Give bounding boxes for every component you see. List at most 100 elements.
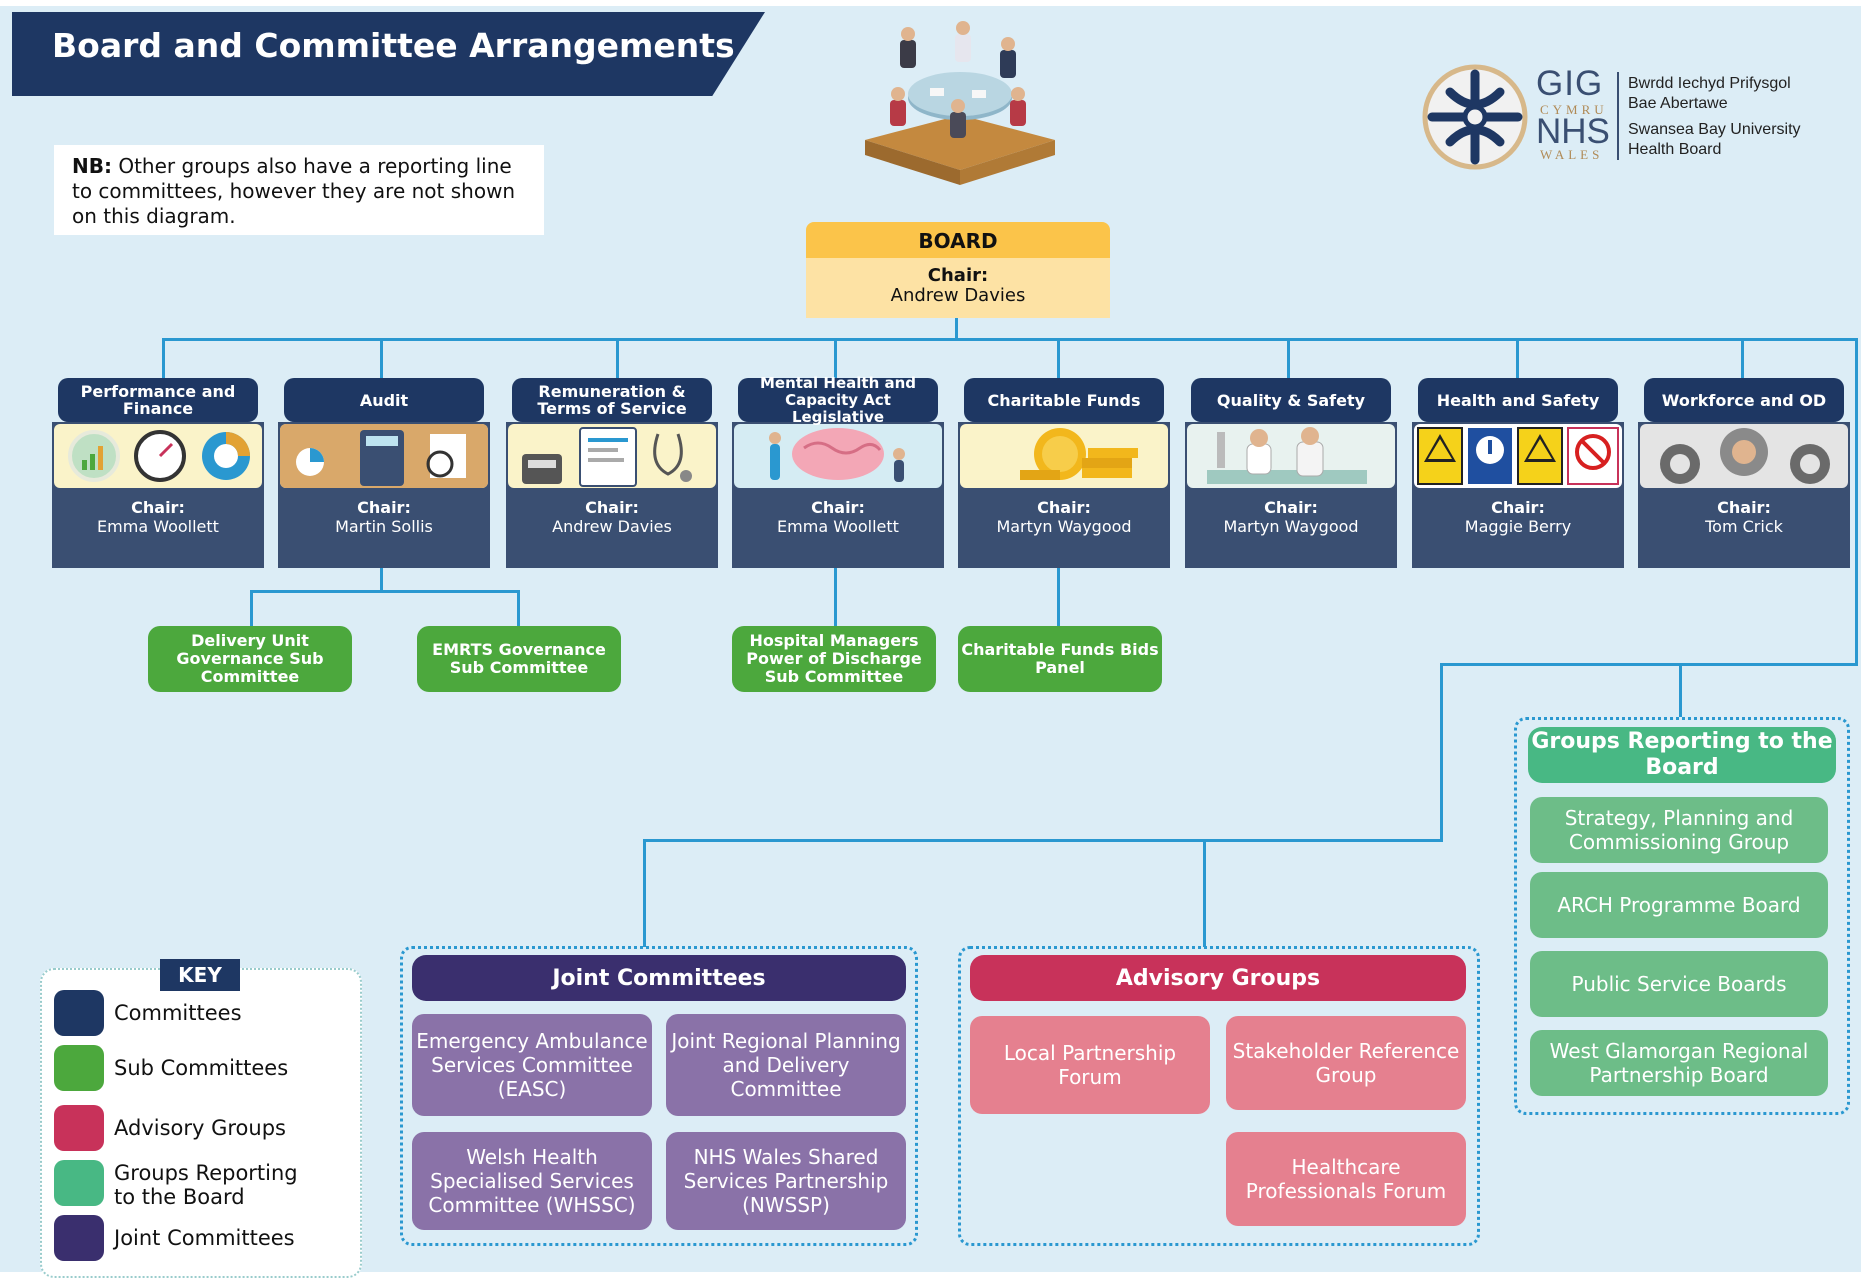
chair-name: Martyn Waygood (1223, 517, 1359, 536)
connector-drop-7 (1516, 338, 1519, 382)
committee-chair: Chair:Emma Woollett (732, 498, 944, 536)
committee-chair: Chair:Emma Woollett (52, 498, 264, 536)
connector-drop-2 (380, 338, 383, 382)
connector-audit-sub-2 (517, 590, 520, 626)
committee-audit: Audit Chair:Martin Sollis (278, 378, 490, 568)
committee-remuneration: Remuneration & Terms of Service Chair:An… (506, 378, 718, 568)
safety-signs-icon (1417, 427, 1619, 485)
committee-name: Mental Health and Capacity Act Legislati… (738, 374, 938, 425)
connector-drop-3 (616, 338, 619, 382)
groups-reporting-frame (1514, 717, 1850, 1115)
legend-label-advisory-groups: Advisory Groups (114, 1116, 286, 1140)
connector-mid-vertical (1440, 663, 1443, 841)
chair-label: Chair: (1037, 498, 1091, 517)
connector-drop-1 (162, 338, 165, 382)
joint-committee-easc: Emergency Ambulance Services Committee (… (412, 1014, 652, 1116)
chair-label: Chair: (585, 498, 639, 517)
committee-mental-health: Mental Health and Capacity Act Legislati… (732, 374, 944, 568)
logo-gig: GIG (1536, 64, 1604, 103)
connector-mid-bus (643, 839, 1443, 842)
committee-chair: Chair:Maggie Berry (1412, 498, 1624, 536)
committee-illustration (54, 424, 262, 488)
sub-committee-hospital-managers: Hospital Managers Power of Discharge Sub… (732, 626, 936, 692)
finance-chart-icon (68, 430, 250, 482)
connector-joint-drop (643, 839, 646, 947)
connector-audit-down (380, 568, 383, 592)
logo-english-name-1: Swansea Bay University (1628, 121, 1801, 138)
sub-committee-charitable-bids: Charitable Funds Bids Panel (958, 626, 1162, 692)
board-title: BOARD (806, 222, 1110, 260)
chair-label: Chair: (131, 498, 185, 517)
board-chair-label: Chair: (927, 265, 989, 286)
logo-welsh-name-1: Bwrdd Iechyd Prifysgol (1628, 75, 1791, 92)
logo-english-name-2: Health Board (1628, 141, 1722, 158)
connector-cf-sub (1057, 568, 1060, 626)
committee-performance-finance: Performance and Finance Chair:Emma Wooll… (52, 378, 264, 568)
joint-committee-regional-planning: Joint Regional Planning and Delivery Com… (666, 1014, 906, 1116)
payroll-icon (522, 427, 692, 487)
sub-committee-emrts: EMRTS Governance Sub Committee (417, 626, 621, 692)
chair-name: Emma Woollett (97, 517, 219, 536)
committee-name: Remuneration & Terms of Service (512, 378, 712, 422)
committee-illustration (1640, 424, 1848, 488)
chair-name: Martyn Waygood (996, 517, 1132, 536)
legend-title: KEY (160, 959, 240, 991)
board-meeting-illustration (865, 21, 1055, 185)
legend-label-committees: Committees (114, 1001, 242, 1025)
connector-drop-4 (834, 338, 837, 382)
connector-groups-drop (1679, 663, 1682, 717)
board-chair-name: Andrew Davies (890, 285, 1026, 306)
chair-name: Martin Sollis (335, 517, 433, 536)
joint-committees-frame (400, 946, 918, 1246)
committee-illustration (960, 424, 1168, 488)
committee-chair: Chair:Martyn Waygood (1185, 498, 1397, 536)
legend-swatch-advisory-groups (54, 1105, 104, 1151)
joint-committee-whssc: Welsh Health Specialised Services Commit… (412, 1132, 652, 1230)
connector-right-bus (1741, 338, 1857, 341)
title-banner (12, 12, 765, 96)
connector-drop-5 (1057, 338, 1060, 382)
committee-name: Workforce and OD (1644, 378, 1844, 422)
group-public-service-boards: Public Service Boards (1530, 951, 1828, 1017)
advisory-stakeholder-reference: Stakeholder Reference Group (1226, 1016, 1466, 1110)
chair-label: Chair: (1717, 498, 1771, 517)
note-label: NB: (72, 154, 112, 178)
chair-name: Andrew Davies (552, 517, 672, 536)
chair-label: Chair: (357, 498, 411, 517)
board-chair-box: Chair: Andrew Davies (806, 258, 1110, 318)
logo-nhs: NHS (1536, 112, 1610, 151)
coins-icon (1020, 428, 1138, 480)
committee-illustration (1187, 424, 1395, 488)
group-strategy-planning: Strategy, Planning and Commissioning Gro… (1530, 797, 1828, 863)
legend-label-sub-committees: Sub Committees (114, 1056, 289, 1080)
chair-label: Chair: (1264, 498, 1318, 517)
chair-label: Chair: (1491, 498, 1545, 517)
logo-divider (1617, 72, 1619, 160)
joint-committees-title: Joint Committees (412, 955, 906, 1001)
logo-wales: WALES (1540, 147, 1604, 162)
chair-name: Maggie Berry (1464, 517, 1572, 536)
committee-health-safety: Health and Safety Chair:Maggie Berry (1412, 378, 1624, 568)
legend-swatch-groups-reporting (54, 1160, 104, 1206)
legend-swatch-committees (54, 990, 104, 1036)
logo-cymru: CYMRU (1540, 102, 1608, 117)
connector-board-down (955, 318, 958, 340)
page-title: Board and Committee Arrangements (52, 26, 735, 65)
connector-advisory-drop (1203, 839, 1206, 947)
joint-committee-nwssp: NHS Wales Shared Services Partnership (N… (666, 1132, 906, 1230)
audit-desk-icon (280, 424, 488, 488)
advisory-groups-frame (958, 946, 1480, 1246)
legend-swatch-joint-committees (54, 1215, 104, 1261)
groups-reporting-title: Groups Reporting to the Board (1528, 727, 1836, 783)
advisory-healthcare-professionals: Healthcare Professionals Forum (1226, 1132, 1466, 1226)
committee-name: Health and Safety (1418, 378, 1618, 422)
committee-charitable-funds: Charitable Funds Chair:Martyn Waygood (958, 378, 1170, 568)
committee-illustration (508, 424, 716, 488)
committee-quality-safety: Quality & Safety Chair:Martyn Waygood (1185, 378, 1397, 568)
advisory-local-partnership: Local Partnership Forum (970, 1016, 1210, 1114)
group-arch-programme: ARCH Programme Board (1530, 872, 1828, 938)
connector-audit-sub-bus (250, 590, 520, 593)
group-west-glamorgan: West Glamorgan Regional Partnership Boar… (1530, 1030, 1828, 1096)
health-board-logo-icon (1422, 64, 1528, 170)
